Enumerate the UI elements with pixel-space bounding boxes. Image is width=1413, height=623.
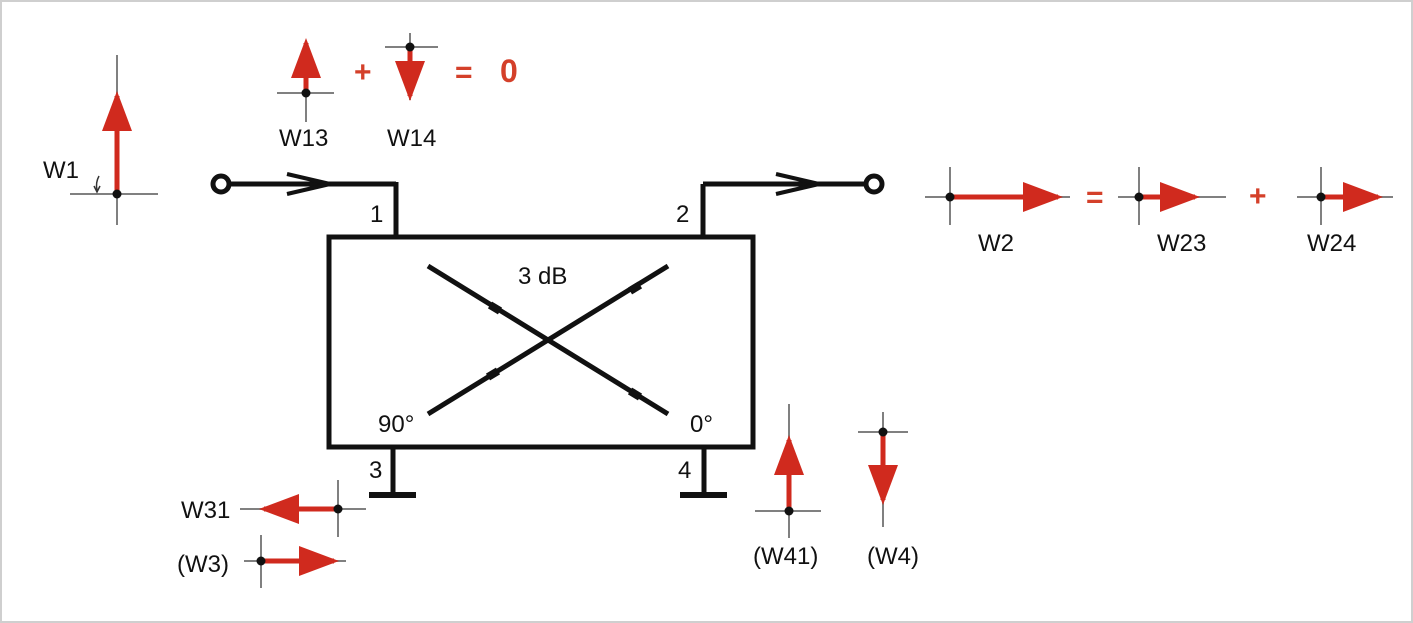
cross-line-b [426, 263, 670, 417]
port-2-lead [700, 172, 885, 237]
phasor-w13 [277, 38, 334, 122]
w3-label: (W3) [177, 551, 229, 578]
port-3-label: 3 [369, 457, 382, 484]
plus-operator: + [354, 56, 372, 89]
w31-label: W31 [181, 497, 230, 524]
hybrid-coupler-icon [326, 234, 756, 450]
w2-label: W2 [978, 230, 1014, 257]
coupling-label: 3 dB [518, 263, 567, 290]
w13-label: W13 [279, 125, 328, 152]
port-terminal-icon [210, 173, 232, 195]
port-1-lead [210, 172, 399, 237]
zero-result: 0 [500, 53, 518, 89]
signal-flow-arrow-icon [286, 172, 331, 196]
port-terminal-icon [863, 173, 885, 195]
phasor-w1 [70, 55, 158, 225]
phasor-w2 [925, 167, 1070, 225]
phase-90-label: 90° [378, 411, 414, 438]
w23-label: W23 [1157, 230, 1206, 257]
w24-label: W24 [1307, 230, 1356, 257]
phasor-w23 [1118, 167, 1226, 225]
phasor-w3 [244, 535, 346, 588]
plus-operator-2: + [1249, 180, 1267, 213]
w4-label: (W4) [867, 543, 919, 570]
phasor-w31 [240, 480, 366, 537]
termination-icon [680, 447, 727, 498]
phasor-w4 [858, 412, 908, 527]
phase-0-label: 0° [690, 411, 713, 438]
signal-flow-arrow-icon [775, 172, 820, 196]
port-4-label: 4 [678, 457, 691, 484]
w14-label: W14 [387, 125, 436, 152]
phasor-w14 [385, 33, 438, 101]
w1-label: W1 [43, 157, 79, 184]
phasor-w24 [1297, 167, 1393, 225]
port-2-label: 2 [676, 201, 689, 228]
w41-label: (W41) [753, 543, 818, 570]
termination-icon [369, 447, 416, 498]
port-1-label: 1 [370, 201, 383, 228]
equals-operator-2: = [1086, 181, 1104, 214]
coupler-box [326, 234, 756, 450]
phasor-w41 [755, 404, 821, 538]
equals-operator: = [455, 56, 473, 89]
